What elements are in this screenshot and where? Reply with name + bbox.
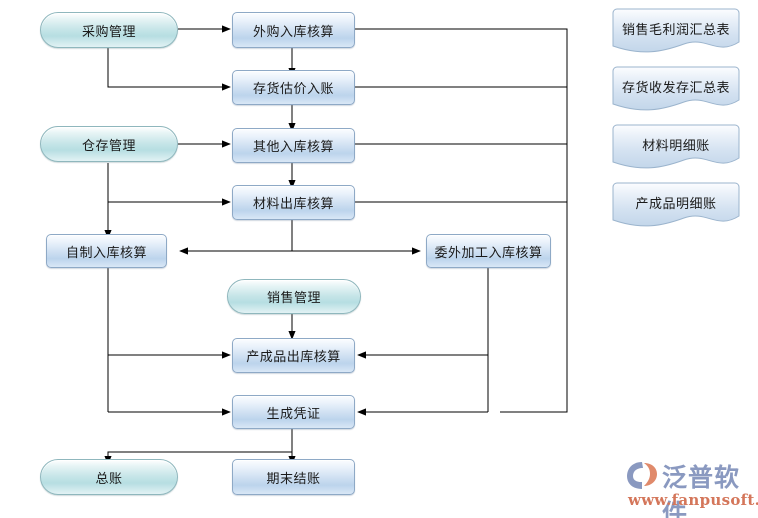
report-label: 产成品明细账 xyxy=(635,196,717,212)
document-shape-icon xyxy=(612,66,740,111)
watermark-url: www.fanpusoft.com xyxy=(628,491,758,509)
node-label: 采购管理 xyxy=(81,24,136,40)
wire-material-to-subcontract xyxy=(291,220,421,255)
node-subcontract-inbound[interactable]: 委外加工入库核算 xyxy=(426,234,551,268)
node-self-made-inbound[interactable]: 自制入库核算 xyxy=(46,234,167,268)
document-shape-icon xyxy=(612,8,740,53)
node-label: 存货估价入账 xyxy=(252,82,334,97)
node-purchase-management[interactable]: 采购管理 xyxy=(40,12,178,48)
fanpu-logo-icon xyxy=(627,462,657,489)
watermark-brand: 泛普软件 xyxy=(662,463,741,518)
report-finished-goods-detail-ledger[interactable]: 产成品明细账 xyxy=(612,182,740,230)
node-label: 总账 xyxy=(95,471,123,487)
node-finished-outbound[interactable]: 产成品出库核算 xyxy=(232,338,355,373)
node-period-close[interactable]: 期末结账 xyxy=(232,459,355,495)
node-inventory-estimate[interactable]: 存货估价入账 xyxy=(232,70,355,105)
node-label: 外购入库核算 xyxy=(252,24,334,40)
node-material-outbound[interactable]: 材料出库核算 xyxy=(232,185,355,220)
node-outsourced-inbound[interactable]: 外购入库核算 xyxy=(232,12,355,48)
node-label: 委外加工入库核算 xyxy=(434,245,543,261)
document-shape-icon xyxy=(612,182,740,227)
node-label: 生成凭证 xyxy=(266,406,321,422)
node-label: 材料出库核算 xyxy=(252,197,334,212)
wire-purchase-to-estimate xyxy=(107,48,231,91)
node-generate-voucher[interactable]: 生成凭证 xyxy=(232,395,355,429)
node-label: 产成品出库核算 xyxy=(246,350,341,365)
wire-bus-outsourced xyxy=(355,28,568,413)
node-label: 期末结账 xyxy=(266,471,321,487)
report-label: 销售毛利润汇总表 xyxy=(621,22,730,38)
node-warehouse-management[interactable]: 仓存管理 xyxy=(40,126,178,162)
report-inventory-in-out-summary[interactable]: 存货收发存汇总表 xyxy=(612,66,740,114)
report-label: 存货收发存汇总表 xyxy=(621,80,730,96)
node-label: 销售管理 xyxy=(266,291,321,306)
node-label: 自制入库核算 xyxy=(65,245,147,261)
document-shape-icon xyxy=(612,124,740,169)
node-label: 仓存管理 xyxy=(81,138,136,154)
report-label: 材料明细账 xyxy=(642,138,710,154)
node-label: 其他入库核算 xyxy=(252,140,334,155)
watermark-logo: 泛普软件 www.fanpusoft.com xyxy=(626,458,758,518)
report-material-detail-ledger[interactable]: 材料明细账 xyxy=(612,124,740,172)
node-general-ledger[interactable]: 总账 xyxy=(40,459,178,495)
node-sales-management[interactable]: 销售管理 xyxy=(227,279,361,314)
node-other-inbound[interactable]: 其他入库核算 xyxy=(232,128,355,163)
report-sales-gross-profit-summary[interactable]: 销售毛利润汇总表 xyxy=(612,8,740,56)
wire-warehouse-to-material xyxy=(107,163,231,206)
